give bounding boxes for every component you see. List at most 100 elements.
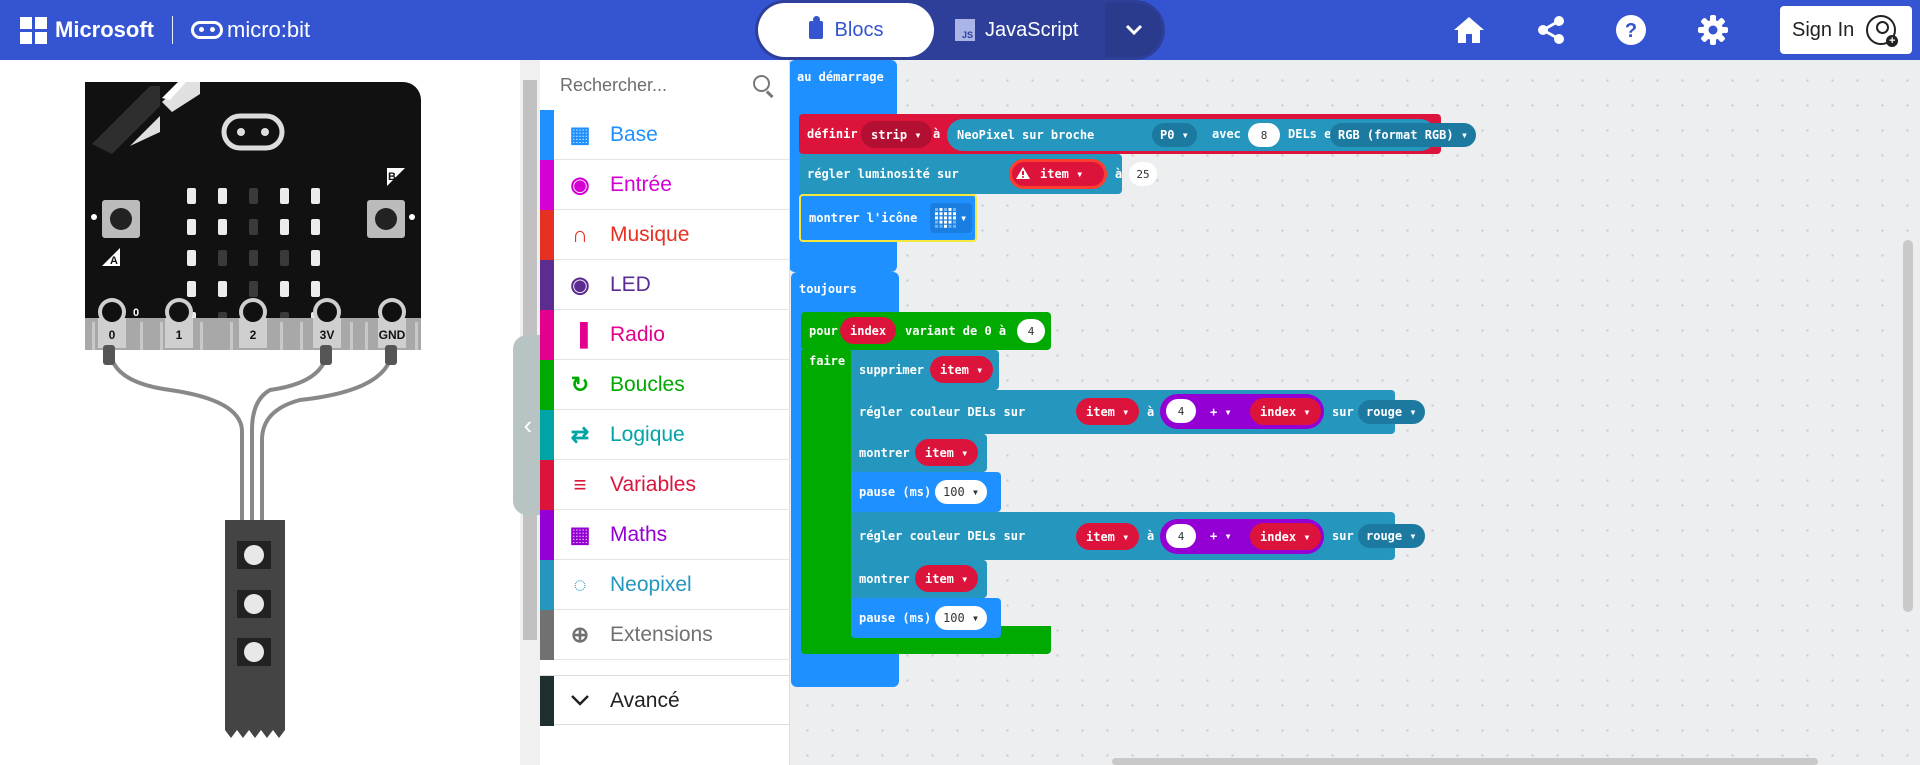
toolbox-category-base[interactable]: ▦Base (540, 110, 790, 160)
neopixel-strip (225, 520, 285, 738)
pin-0[interactable]: 0 (98, 298, 126, 348)
on-label-1: sur (1332, 405, 1354, 419)
plus-operator-1[interactable]: + (1210, 405, 1232, 419)
index-reporter-2[interactable]: index (1250, 523, 1321, 550)
advanced-category[interactable]: Avancé (540, 675, 790, 726)
toolbox-category-musique[interactable]: ∩Musique (540, 210, 790, 260)
on-label-2: sur (1332, 529, 1354, 543)
brightness-to-label: à (1115, 167, 1123, 181)
strip-variable-label: strip (871, 128, 922, 142)
pause-value-dropdown-2[interactable]: 100 (935, 606, 988, 630)
to-label: à (933, 127, 941, 141)
workspace-vertical-scrollbar[interactable] (1903, 240, 1913, 612)
blocks-mode-label: Blocs (834, 18, 884, 41)
share-button[interactable] (1533, 12, 1569, 48)
collapse-simulator-button[interactable]: ‹ (513, 335, 543, 515)
led-3-1 (218, 281, 227, 297)
color-dropdown-1[interactable]: rouge (1358, 400, 1425, 424)
toolbox-category-led[interactable]: ◉LED (540, 260, 790, 310)
category-label: Extensions (610, 623, 713, 646)
search-icon[interactable] (753, 75, 770, 92)
warning-icon[interactable] (1015, 166, 1031, 180)
index-variable-label: index (850, 323, 887, 338)
pin-gnd[interactable]: GND (378, 298, 406, 348)
pin-dropdown[interactable]: P0 (1152, 123, 1197, 147)
help-button[interactable]: ? (1613, 12, 1649, 48)
brand-microsoft: Microsoft (55, 17, 154, 42)
for-end-input[interactable]: 4 (1017, 319, 1045, 343)
icon-picker-dropdown[interactable]: ▾ (930, 203, 972, 233)
toolbox-category-variables[interactable]: ≡Variables (540, 460, 790, 510)
toolbox-category-maths[interactable]: ▦Maths (540, 510, 790, 560)
pin-label: 0 (109, 328, 116, 342)
language-dropdown-button[interactable] (1105, 3, 1162, 57)
plus-operator-2[interactable]: + (1210, 529, 1232, 543)
toolbox-category-logique[interactable]: ⇄Logique (540, 410, 790, 460)
index-reporter-1[interactable]: index (1250, 398, 1321, 425)
pin-1[interactable]: 1 (165, 298, 193, 348)
pin-label: 3V (320, 328, 335, 342)
settings-button[interactable] (1695, 12, 1731, 48)
shuffle-icon: ⇄ (570, 422, 590, 447)
index-label-2: index (1260, 530, 1311, 544)
pin-2[interactable]: 2 (239, 298, 267, 348)
toolbox-category-radio[interactable]: ▐Radio (540, 310, 790, 360)
toolbox-category-boucles[interactable]: ↻Boucles (540, 360, 790, 410)
button-a[interactable] (91, 200, 140, 238)
show-item-label-2: item (925, 572, 968, 586)
show-item-label-1: item (925, 446, 968, 460)
category-color-bar (540, 510, 554, 560)
show-strip-reporter-1[interactable]: item (915, 439, 979, 466)
mode-dropdown[interactable]: RGB (format RGB) (1330, 123, 1477, 147)
led-2-2 (249, 250, 258, 266)
pause-value-dropdown-1[interactable]: 100 (935, 480, 988, 504)
index-variable-reporter[interactable]: index (840, 317, 897, 344)
chevron-left-icon: ‹ (523, 409, 533, 440)
pixel-strip-reporter-1[interactable]: item (1076, 398, 1140, 425)
led-1-4 (311, 219, 320, 235)
home-button[interactable] (1451, 12, 1487, 48)
javascript-mode-button[interactable]: JS JavaScript (955, 3, 1095, 57)
color-value-1: rouge (1366, 405, 1417, 419)
microbit-logo-icon (191, 21, 223, 39)
strip-variable-dropdown[interactable]: strip (861, 121, 932, 148)
show-icon-label: montrer l'icône (809, 211, 918, 225)
clear-strip-reporter[interactable]: item (930, 356, 994, 383)
set-pixel-color-label-1: régler couleur DELs sur (859, 405, 1026, 419)
sign-in-button[interactable]: Sign In (1780, 6, 1912, 54)
led-3-4 (311, 281, 320, 297)
toolbox: ▦Base◉Entrée∩Musique◉LED▐Radio↻Boucles⇄L… (540, 60, 790, 765)
toolbox-category-extensions[interactable]: ⊕Extensions (540, 610, 790, 660)
color-dropdown-2[interactable]: rouge (1358, 524, 1425, 548)
toolbox-category-entrée[interactable]: ◉Entrée (540, 160, 790, 210)
brightness-input[interactable]: 25 (1129, 162, 1157, 186)
workspace-horizontal-scrollbar[interactable] (1112, 758, 1818, 765)
pixel-to-label-2: à (1147, 529, 1155, 543)
led-3-3 (280, 281, 289, 297)
show-strip-reporter-2[interactable]: item (915, 565, 979, 592)
blocks-mode-button[interactable]: Blocs (758, 3, 934, 57)
button-b[interactable] (367, 200, 415, 238)
category-color-bar (540, 460, 554, 510)
show-icon-block[interactable]: montrer l'icône (799, 194, 977, 242)
set-pixel-color-label-2: régler couleur DELs sur (859, 529, 1026, 543)
microbit-logo-touch[interactable] (221, 113, 285, 151)
search-input[interactable] (560, 72, 750, 98)
pin-3v[interactable]: 3V (313, 298, 341, 348)
base-value-input-2[interactable]: 4 (1166, 524, 1196, 548)
led-count-input[interactable]: 8 (1248, 123, 1280, 147)
blocks-workspace[interactable]: au démarrage définir strip à NeoPixel su… (790, 60, 1920, 765)
base-value-input-1[interactable]: 4 (1166, 399, 1196, 423)
microsoft-logo-icon (20, 16, 47, 44)
toggle-icon: ◉ (570, 272, 590, 297)
button-a-label: A (110, 255, 118, 267)
for-label: pour (809, 324, 838, 338)
pixel-strip-reporter-2[interactable]: item (1076, 523, 1140, 550)
brand-divider (172, 16, 173, 44)
brand-area[interactable]: Microsoft micro:bit (20, 15, 310, 45)
home-icon (1454, 17, 1484, 43)
toolbox-category-neopixel[interactable]: ◌Neopixel (540, 560, 790, 610)
led-2-4 (311, 250, 320, 266)
